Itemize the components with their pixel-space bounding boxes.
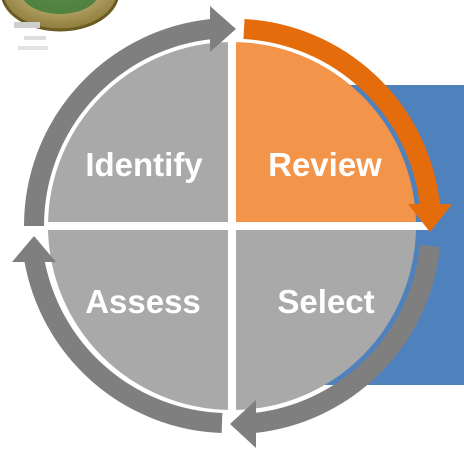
arrowhead-top-icon <box>210 6 236 52</box>
arrowhead-bottom-icon <box>230 400 256 448</box>
quadrant-assess <box>48 226 232 410</box>
quadrant-identify <box>48 42 232 226</box>
quadrants <box>36 30 428 422</box>
label-assess: Assess <box>85 283 201 320</box>
label-select: Select <box>277 283 374 320</box>
label-identify: Identify <box>85 146 203 183</box>
seal-logo <box>1 0 119 50</box>
cycle-arrows <box>12 6 452 448</box>
arrowhead-right-icon <box>408 204 452 232</box>
arrow-identify-to-review <box>24 19 214 227</box>
arrow-assess-to-identify <box>24 256 223 433</box>
arrowhead-left-icon <box>12 236 56 262</box>
quadrant-review <box>232 42 416 226</box>
arrow-review-to-select <box>243 19 440 208</box>
quadrant-select <box>232 226 416 410</box>
arrow-select-to-assess <box>252 244 440 433</box>
quadrant-labels: Identify Review Select Assess <box>85 146 382 320</box>
label-review: Review <box>268 146 382 183</box>
